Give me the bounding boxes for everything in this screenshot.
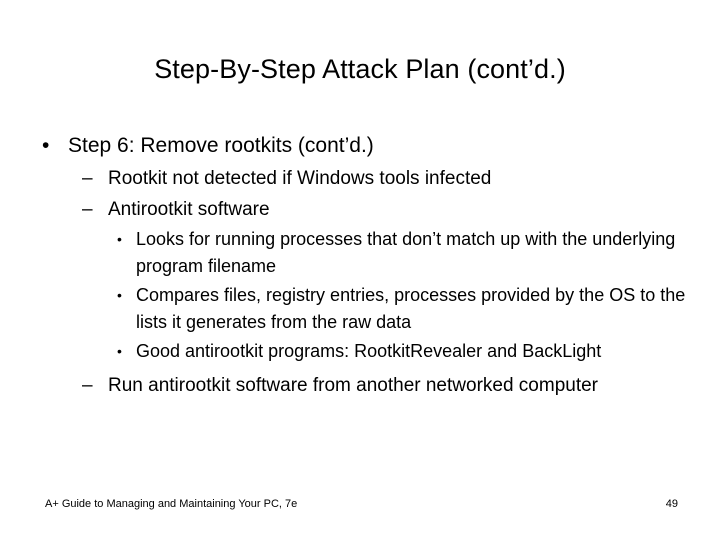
list-item-level-3: • Good antirootkit programs: RootkitReve… bbox=[113, 338, 686, 365]
list-item-level-2: – Antirootkit software bbox=[78, 195, 686, 224]
list-item-level-2: – Rootkit not detected if Windows tools … bbox=[78, 164, 686, 193]
outline-level-2-list: – Rootkit not detected if Windows tools … bbox=[36, 164, 686, 400]
bullet-dash-icon: – bbox=[82, 199, 93, 220]
list-item-level-2-label: Antirootkit software bbox=[108, 199, 270, 220]
list-item-level-2-label: Run antirootkit software from another ne… bbox=[108, 374, 599, 396]
list-item-level-2-label: Rootkit not detected if Windows tools in… bbox=[108, 168, 492, 189]
list-item-level-3-label: Looks for running processes that don’t m… bbox=[136, 229, 676, 276]
outline-level-3-container: • Looks for running processes that don’t… bbox=[78, 226, 686, 365]
outline-level-3-list: • Looks for running processes that don’t… bbox=[78, 226, 686, 365]
page-title: Step-By-Step Attack Plan (cont’d.) bbox=[154, 54, 566, 84]
list-item-level-2: – Run antirootkit software from another … bbox=[78, 371, 686, 400]
list-item-level-3-label: Good antirootkit programs: RootkitReveal… bbox=[136, 341, 602, 361]
list-item-level-1-label: Step 6: Remove rootkits (cont’d.) bbox=[68, 134, 374, 157]
footer-source-label: A+ Guide to Managing and Maintaining You… bbox=[45, 498, 298, 510]
list-item-level-3-label: Compares files, registry entries, proces… bbox=[136, 285, 686, 332]
footer-page-number: 49 bbox=[665, 498, 678, 510]
list-item-level-3: • Looks for running processes that don’t… bbox=[113, 226, 686, 279]
slide-footer: A+ Guide to Managing and Maintaining You… bbox=[45, 496, 678, 512]
bullet-dot-icon: • bbox=[117, 287, 122, 303]
slide-body: • Step 6: Remove rootkits (cont’d.) – Ro… bbox=[36, 130, 686, 402]
outline-level-2-container: – Rootkit not detected if Windows tools … bbox=[36, 164, 686, 400]
outline-level-1-list: • Step 6: Remove rootkits (cont’d.) – Ro… bbox=[36, 130, 686, 400]
bullet-dot-icon: • bbox=[117, 343, 122, 359]
bullet-dash-icon: – bbox=[82, 374, 93, 396]
list-item-level-3: • Compares files, registry entries, proc… bbox=[113, 282, 686, 335]
bullet-dot-icon: • bbox=[42, 134, 50, 157]
bullet-dash-icon: – bbox=[82, 168, 93, 189]
bullet-dot-icon: • bbox=[117, 231, 122, 247]
list-item-level-1: • Step 6: Remove rootkits (cont’d.) bbox=[36, 130, 686, 161]
